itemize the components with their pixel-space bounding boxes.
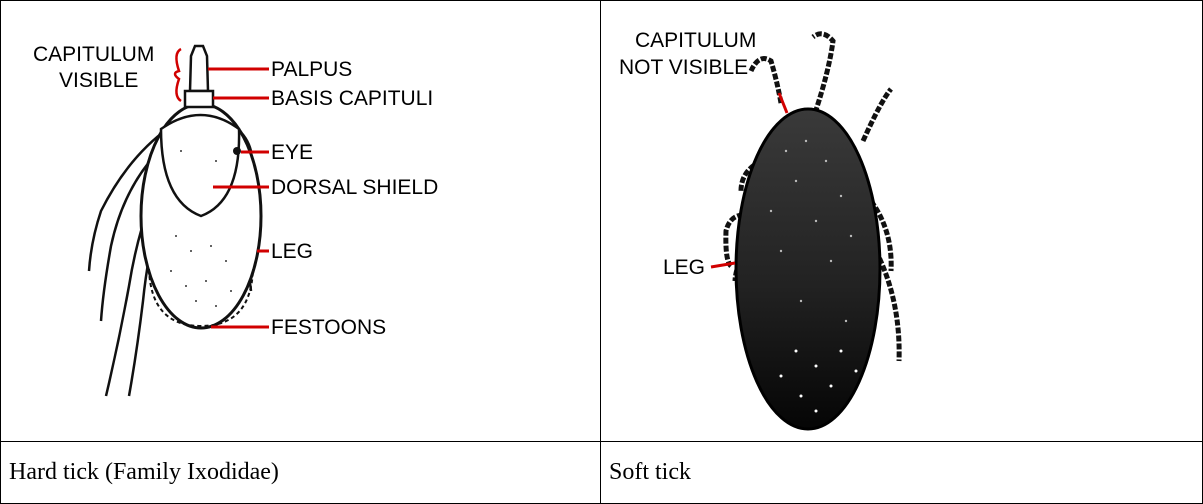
soft-tick-caption: Soft tick bbox=[601, 442, 1203, 504]
soft-tick-diagram: CAPITULUM NOT VISIBLE LEG bbox=[601, 1, 1201, 441]
capitulum-bracket bbox=[175, 49, 181, 101]
capitulum-not-visible-label: NOT VISIBLE bbox=[619, 56, 748, 79]
basis-capituli-shape bbox=[185, 91, 213, 107]
dorsal-shield-label: DORSAL SHIELD bbox=[271, 176, 438, 199]
eye-label: EYE bbox=[271, 141, 313, 164]
hard-tick-figure-cell: CAPITULUM VISIBLE PALPUS BASIS CAPITULI … bbox=[1, 1, 601, 442]
capitulum-label: CAPITULUM bbox=[33, 43, 154, 66]
palpus-label: PALPUS bbox=[271, 58, 352, 81]
leg-label: LEG bbox=[271, 240, 313, 263]
hard-tick-caption: Hard tick (Family Ixodidae) bbox=[1, 442, 601, 504]
basis-capituli-label: BASIS CAPITULI bbox=[271, 87, 433, 110]
capitulum-visible-label: VISIBLE bbox=[59, 69, 138, 92]
soft-leg-label: LEG bbox=[663, 256, 705, 279]
festoons-label: FESTOONS bbox=[271, 316, 386, 339]
soft-leg-pointer bbox=[711, 263, 735, 267]
palpus-shape bbox=[190, 46, 208, 91]
soft-tick-body bbox=[736, 109, 880, 429]
hard-tick-diagram: CAPITULUM VISIBLE PALPUS BASIS CAPITULI … bbox=[1, 1, 599, 441]
soft-tick-figure-cell: CAPITULUM NOT VISIBLE LEG bbox=[601, 1, 1203, 442]
soft-capitulum-label: CAPITULUM bbox=[635, 29, 756, 52]
eye-shape bbox=[233, 147, 241, 155]
